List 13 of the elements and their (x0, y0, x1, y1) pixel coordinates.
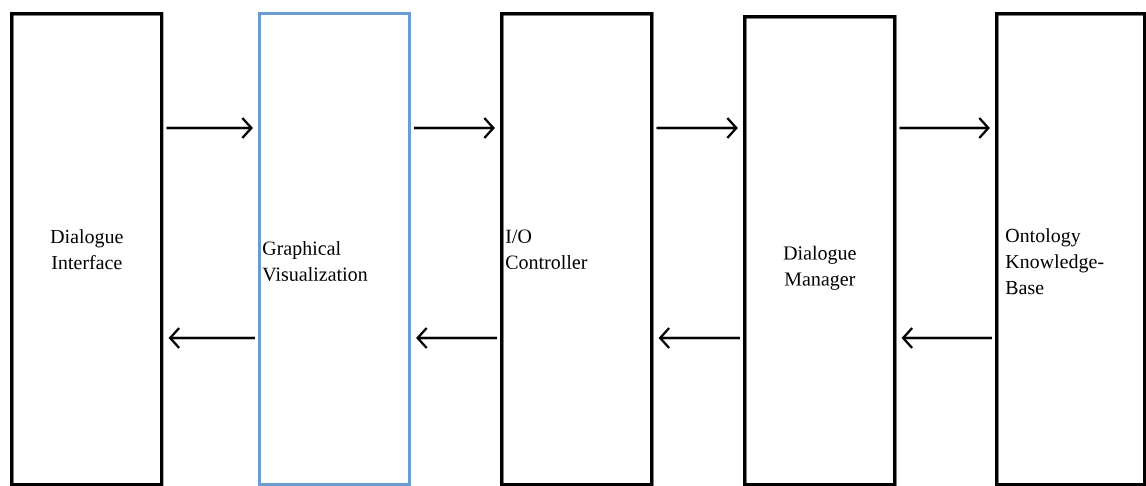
arrow (658, 327, 740, 349)
process-box: Dialogue Interface (10, 12, 164, 486)
arrow (166, 117, 253, 139)
arrow (168, 327, 255, 349)
process-box: Graphical Visualization (258, 12, 411, 486)
arrow (414, 117, 495, 139)
process-box: Ontology Knowledge-Base (995, 12, 1146, 486)
arrow (901, 327, 992, 349)
arrow (416, 327, 497, 349)
process-box: Dialogue Manager (743, 15, 897, 486)
arrow (899, 117, 990, 139)
arrow (656, 117, 738, 139)
process-box: I/O Controller (500, 12, 654, 486)
